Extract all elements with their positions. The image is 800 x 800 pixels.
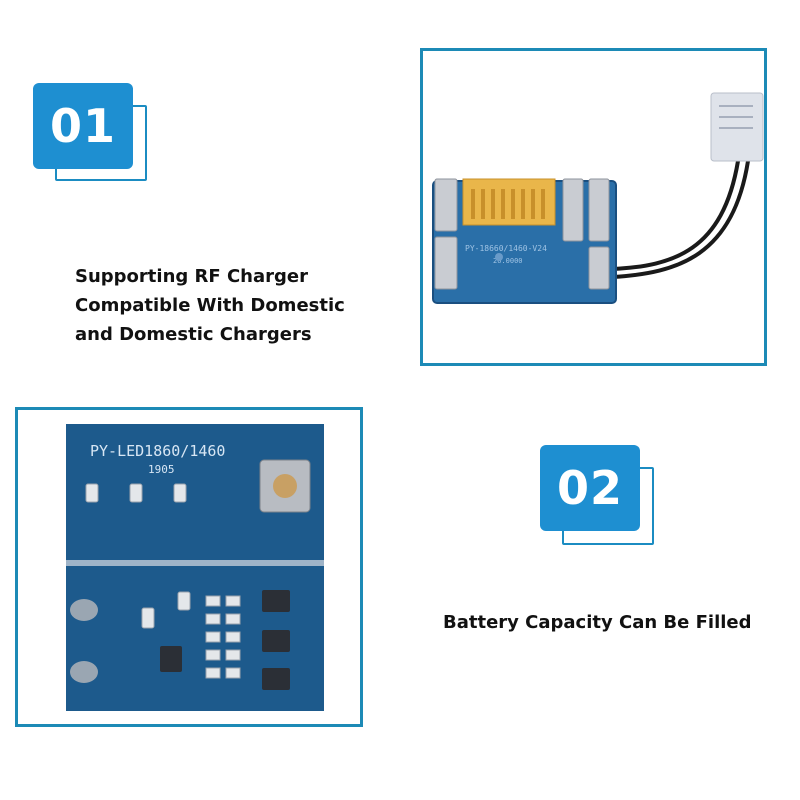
- pcb-silkscreen: PY-18660/1460-V24: [465, 244, 547, 253]
- caption-line: Battery Capacity Can Be Filled: [443, 612, 752, 633]
- pcb-closeup-photo: PY-LED1860/1460 1905: [15, 407, 363, 727]
- pcb-closeup-silkscreen: PY-LED1860/1460: [90, 442, 225, 460]
- pcb-date-code: 1905: [148, 463, 175, 476]
- badge-number: 02: [540, 445, 640, 531]
- pcb-closeup-image: PY-LED1860/1460 1905: [18, 410, 360, 724]
- thermistor-tag: [710, 92, 764, 162]
- pcb-silkscreen-2: 20.0000: [493, 257, 523, 265]
- caption-line: Compatible With Domestic: [75, 295, 345, 316]
- step-02-caption: Battery Capacity Can Be Filled: [443, 608, 752, 637]
- step-01-caption: Supporting RF Charger Compatible With Do…: [75, 262, 345, 349]
- pcb-top-photo: PY-18660/1460-V24 20.0000: [420, 48, 767, 366]
- caption-line: Supporting RF Charger: [75, 266, 308, 287]
- push-button-component: [259, 459, 311, 513]
- pcb-board-image: PY-18660/1460-V24 20.0000: [432, 92, 764, 304]
- caption-line: and Domestic Chargers: [75, 324, 312, 345]
- badge-number: 01: [33, 83, 133, 169]
